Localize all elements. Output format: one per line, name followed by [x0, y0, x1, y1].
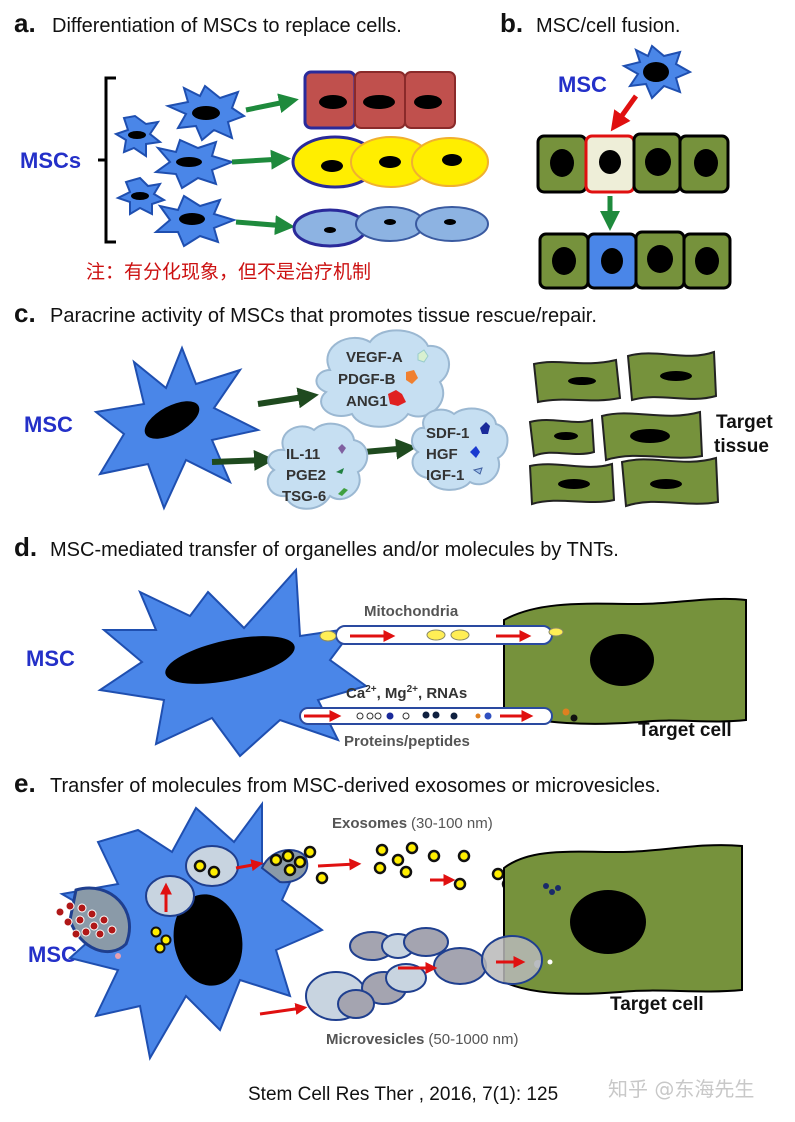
- target-tissue-label-2: tissue: [714, 436, 769, 457]
- factor-pdgf-b: PDGF-B: [338, 371, 396, 388]
- cloud-cytokines-2: IL-11 PGE2 TSG-6: [266, 422, 369, 510]
- chinese-note: 注：有分化现象，但不是治疗机制: [86, 261, 371, 283]
- mitochondria: [319, 627, 564, 642]
- panel-letter-d: d.: [14, 532, 37, 562]
- label-exosomes: Exosomes(30-100 nm): [332, 815, 493, 832]
- panel-title-e: Transfer of molecules from MSC-derived e…: [50, 775, 661, 797]
- msc-label-e: MSC: [28, 942, 77, 967]
- cloud-growth-factors-1: VEGF-A PDGF-B ANG1: [315, 329, 450, 428]
- arrow-to-cloud1: [257, 387, 319, 409]
- label-proteins: Proteins/peptides: [344, 733, 470, 750]
- msc-label-c: MSC: [24, 412, 73, 437]
- watermark: 知乎 @东海先生: [608, 1077, 754, 1101]
- panel-letter-c: c.: [14, 298, 36, 328]
- label-mitochondria: Mitochondria: [364, 603, 459, 620]
- label-microvesicles: Microvesicles(50-1000 nm): [326, 1031, 518, 1048]
- panel-c: c. Paracrine activity of MSCs that promo…: [14, 298, 773, 511]
- panel-letter-b: b.: [500, 8, 523, 38]
- tissue-row-before: [536, 132, 730, 194]
- panel-title-c: Paracrine activity of MSCs that promotes…: [50, 305, 597, 327]
- target-tissue-label-1: Target: [716, 412, 773, 433]
- citation: Stem Cell Res Ther , 2016, 7(1): 125: [248, 1084, 558, 1105]
- fat-cells: [291, 135, 489, 189]
- cloud-factors-3: SDF-1 HGF IGF-1: [410, 407, 509, 491]
- red-particles: [55, 901, 121, 959]
- target-tissue: Target tissue: [528, 350, 773, 508]
- bone-cells: [292, 206, 489, 248]
- panel-title-d: MSC-mediated transfer of organelles and/…: [50, 539, 619, 561]
- panel-a: a. Differentiation of MSCs to replace ce…: [14, 8, 489, 283]
- factor-il-11: IL-11: [286, 446, 320, 463]
- factor-igf-1: IGF-1: [426, 467, 464, 484]
- factor-vegf-a: VEGF-A: [346, 349, 403, 366]
- target-cell-label-e: Target cell: [610, 994, 704, 1015]
- panel-b: b. MSC/cell fusion. MSC: [500, 8, 732, 290]
- muscle-cells: [303, 70, 456, 130]
- tissue-row-after: [538, 230, 732, 290]
- factor-pge2: PGE2: [286, 467, 326, 484]
- fusion-arrow: [610, 94, 639, 132]
- panel-letter-e: e.: [14, 768, 36, 798]
- factor-sdf-1: SDF-1: [426, 425, 469, 442]
- msc-label-b: MSC: [558, 72, 607, 97]
- label-ions-rnas: Ca2+, Mg2+, RNAs: [346, 684, 467, 702]
- factor-ang1: ANG1: [346, 393, 388, 410]
- msc-label-d: MSC: [26, 646, 75, 671]
- panel-e: e. Transfer of molecules from MSC-derive…: [14, 768, 743, 1061]
- microvesicles: [305, 927, 543, 1021]
- msc-star-cells: [113, 84, 247, 248]
- panel-title-b: MSC/cell fusion.: [536, 15, 681, 37]
- panel-d: d. MSC-mediated transfer of organelles a…: [14, 532, 747, 758]
- factor-hgf: HGF: [426, 446, 458, 463]
- green-arrows-a: [231, 93, 299, 236]
- panel-title-a: Differentiation of MSCs to replace cells…: [52, 15, 402, 37]
- panel-letter-a: a.: [14, 8, 36, 38]
- msc-label-a: MSCs: [20, 148, 81, 173]
- molecules-tnt: [356, 708, 578, 722]
- target-cell-label-d: Target cell: [638, 720, 732, 741]
- exosome-dots-inside: [150, 859, 221, 954]
- bracket: [98, 76, 116, 244]
- arrow-to-cloud2: [211, 449, 275, 471]
- factor-tsg-6: TSG-6: [282, 488, 326, 505]
- arrow-to-cloud3: [363, 438, 417, 460]
